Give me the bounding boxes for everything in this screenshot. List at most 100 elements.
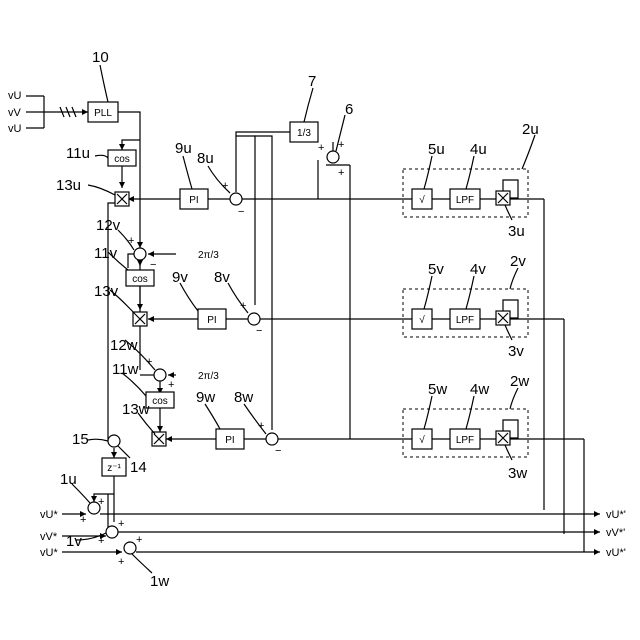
summer-1v: [106, 526, 118, 538]
ref-2u: 2u: [522, 121, 539, 138]
ref-13w: 13w: [122, 401, 150, 418]
ref-15: 15: [72, 431, 89, 448]
svg-text:+: +: [98, 535, 104, 547]
summer-8u: [230, 193, 242, 205]
ref-13v: 13v: [94, 283, 119, 300]
multiplier-13v: [133, 312, 147, 326]
svg-text:√: √: [419, 194, 425, 206]
svg-text:cos: cos: [132, 274, 148, 285]
ref-label-v: vV*: [40, 531, 58, 543]
ref-12w: 12w: [110, 337, 138, 354]
input-label-u: vU: [8, 90, 22, 102]
summer-6: [327, 151, 339, 163]
cos-block-u: cos: [108, 150, 136, 166]
svg-text:LPF: LPF: [456, 195, 474, 206]
ref-9u: 9u: [175, 140, 192, 157]
ref-10: 10: [92, 49, 109, 66]
average-block: 1/3: [290, 122, 318, 142]
ref-2v: 2v: [510, 253, 526, 270]
square-block-u: [496, 180, 518, 205]
svg-text:+: +: [338, 167, 344, 179]
input-label-v: vV: [8, 107, 22, 119]
ref-8w: 8w: [234, 389, 253, 406]
lpf-block-u: LPF: [450, 189, 480, 209]
ref-1w: 1w: [150, 573, 169, 590]
svg-text:+: +: [98, 496, 104, 508]
phase-shift-label-v: 2π/3: [198, 250, 219, 261]
svg-text:LPF: LPF: [456, 435, 474, 446]
summer-12v: [134, 248, 146, 260]
ref-4w: 4w: [470, 381, 489, 398]
ref-label-w: vU*: [40, 547, 58, 559]
svg-text:PI: PI: [189, 195, 198, 206]
ref-label-u: vU*: [40, 509, 58, 521]
svg-text:PI: PI: [207, 315, 216, 326]
ref-3u: 3u: [508, 223, 525, 240]
svg-text:cos: cos: [114, 154, 130, 165]
lpf-block-v: LPF: [450, 309, 480, 329]
multiplier-13w: [152, 432, 166, 446]
ref-5u: 5u: [428, 141, 445, 158]
pi-block-v: PI: [198, 309, 226, 329]
pi-block-w: PI: [216, 429, 244, 449]
summer-14: [108, 435, 120, 447]
ref-6: 6: [345, 101, 353, 118]
svg-text:cos: cos: [152, 396, 168, 407]
ref-11v: 11v: [94, 245, 118, 262]
svg-text:+: +: [136, 534, 142, 546]
ref-1v: 1v: [66, 533, 82, 550]
lpf-block-w: LPF: [450, 429, 480, 449]
svg-text:√: √: [419, 314, 425, 326]
svg-text:√: √: [419, 434, 425, 446]
sqrt-block-v: √: [412, 309, 432, 329]
out-label-w: vU*': [606, 547, 626, 559]
ref-3w: 3w: [508, 465, 527, 482]
ref-2w: 2w: [510, 373, 529, 390]
svg-text:−: −: [238, 206, 244, 218]
svg-text:PLL: PLL: [94, 108, 112, 119]
svg-text:+: +: [118, 556, 124, 568]
multiplier-13u: [115, 192, 129, 206]
ref-11u: 11u: [66, 145, 90, 162]
input-label-w: vU: [8, 123, 22, 135]
summer-8w: [266, 433, 278, 445]
phase-shift-label-w: 2π/3: [198, 371, 219, 382]
svg-text:+: +: [318, 142, 324, 154]
ref-13u: 13u: [56, 177, 81, 194]
svg-text:z⁻¹: z⁻¹: [107, 463, 121, 474]
svg-text:−: −: [256, 325, 262, 337]
summer-1w: [124, 542, 136, 554]
ref-8u: 8u: [197, 150, 214, 167]
cos-block-v: cos: [126, 270, 154, 286]
svg-text:−: −: [150, 259, 156, 271]
ref-12v: 12v: [96, 217, 121, 234]
svg-text:−: −: [275, 445, 281, 457]
square-block-w: [496, 420, 518, 445]
ref-3v: 3v: [508, 343, 524, 360]
pll-block: PLL: [88, 102, 118, 122]
ref-4v: 4v: [470, 261, 486, 278]
svg-text:PI: PI: [225, 435, 234, 446]
out-label-u: vU*': [606, 509, 626, 521]
ref-7: 7: [308, 73, 316, 90]
ref-11w: 11w: [112, 361, 139, 378]
summer-12w: [154, 369, 166, 381]
svg-text:+: +: [118, 518, 124, 530]
delay-block: z⁻¹: [102, 458, 126, 476]
ref-14: 14: [130, 459, 147, 476]
cos-block-w: cos: [146, 392, 174, 408]
summer-8v: [248, 313, 260, 325]
ref-9w: 9w: [196, 389, 215, 406]
svg-text:1/3: 1/3: [297, 128, 311, 139]
ref-9v: 9v: [172, 269, 188, 286]
ref-5w: 5w: [428, 381, 447, 398]
sqrt-block-w: √: [412, 429, 432, 449]
pi-block-u: PI: [180, 189, 208, 209]
ref-4u: 4u: [470, 141, 487, 158]
out-label-v: vV*': [606, 527, 625, 539]
svg-text:+: +: [80, 514, 86, 526]
square-block-v: [496, 300, 518, 325]
sqrt-block-u: √: [412, 189, 432, 209]
ref-5v: 5v: [428, 261, 444, 278]
